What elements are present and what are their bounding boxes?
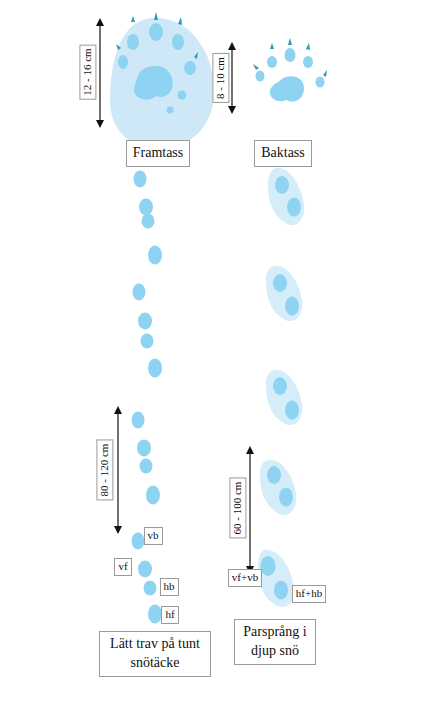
caption-text: Parsprång i djup snö	[241, 623, 309, 661]
caption-text: Baktass	[261, 144, 305, 163]
dimension-line	[99, 22, 100, 124]
dimension-label: 80 - 120 cm	[96, 440, 113, 501]
dimension-label: 12 - 16 cm	[79, 44, 96, 99]
caption-text: Lätt trav på tunt snötäcke	[106, 635, 204, 673]
caption-text: Framtass	[133, 144, 184, 163]
caption-box: Lätt trav på tunt snötäcke	[99, 631, 211, 677]
hind-paw	[253, 38, 327, 102]
dimension-line	[117, 410, 118, 530]
jump-track	[258, 168, 304, 607]
caption-box: Baktass	[254, 140, 312, 167]
dimension-label: 8 - 10 cm	[212, 53, 229, 103]
trot-track	[132, 171, 163, 624]
callout-label: hf	[161, 606, 178, 623]
callout-label: hf+hb	[292, 585, 326, 602]
dimension-label: 60 - 100 cm	[229, 478, 246, 539]
callout-label: vf	[114, 558, 131, 575]
callout-label: hb	[160, 578, 179, 595]
dimension-line	[231, 46, 232, 110]
front-paw	[110, 12, 214, 148]
callout-label: vb	[144, 527, 163, 544]
caption-box: Parsprång i djup snö	[234, 619, 316, 665]
caption-box: Framtass	[126, 140, 191, 167]
dimension-line	[249, 450, 250, 570]
callout-label: vf+vb	[228, 569, 262, 586]
